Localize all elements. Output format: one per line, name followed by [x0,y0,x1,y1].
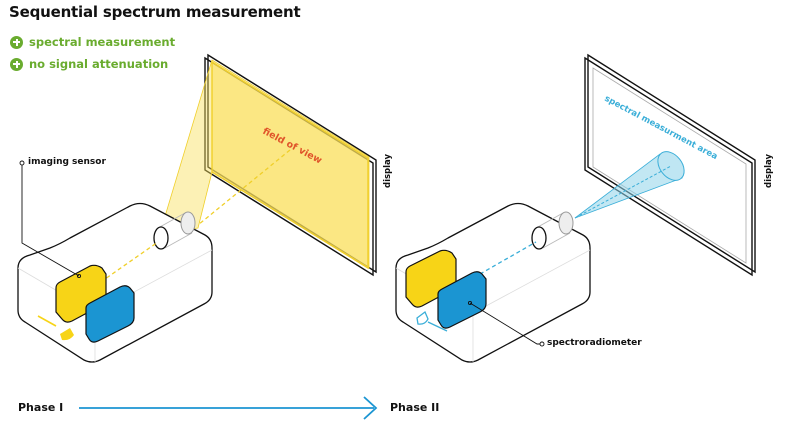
spectroradiometer-block [85,285,135,343]
feature-spectral-measurement: spectral measurement [10,35,175,49]
feature-label: spectral measurement [29,35,176,49]
feature-label: no signal attenuation [29,57,169,71]
phase-1-label: Phase I [18,401,64,414]
plus-circle-icon [10,57,23,71]
imaging-sensor-label: imaging sensor [28,157,106,167]
plus-circle-icon [10,35,23,49]
phase-arrow [79,396,378,420]
phase1-group: field of view display [17,53,393,363]
spectroradiometer-label: spectroradiometer [547,338,642,348]
spectroradiometer-block [437,271,487,329]
phase2-display-label: display [764,153,774,188]
phase-2-label: Phase II [390,401,440,414]
feature-no-signal-attenuation: no signal attenuation [10,57,168,71]
diagram-title: Sequential spectrum measurement [9,3,301,21]
phase1-camera-body [17,202,213,363]
imaging-sensor-leader [21,163,80,277]
field-of-view-area [211,60,369,270]
phase1-display-label: display [383,153,393,188]
phase2-group: spectral measurment area display [395,53,774,363]
